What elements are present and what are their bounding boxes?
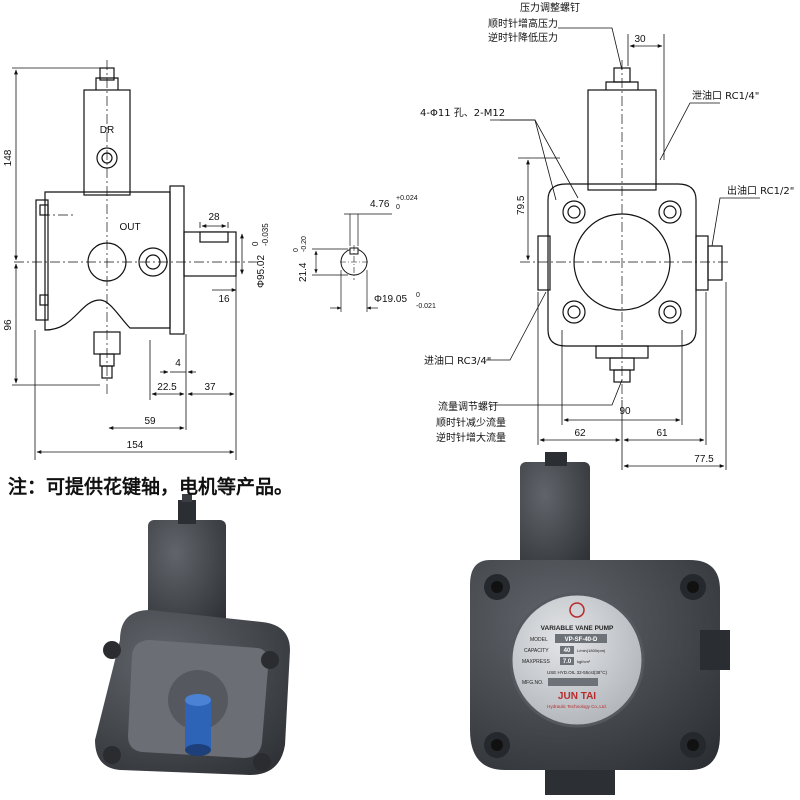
pump-photo-side [95, 494, 290, 775]
flow-ccw-label: 逆时针增大流量 [436, 431, 506, 444]
nameplate-capacity-unit: L/min(1800rpm) [577, 648, 606, 653]
shaft-section-dia: Φ19.05 [374, 294, 407, 305]
mount-holes-label: 4-Φ11 孔、2-M12 [420, 107, 505, 119]
flange-outline [169, 185, 185, 335]
nameplate [509, 592, 645, 728]
flow-cw-label: 顺时针减少流量 [436, 416, 506, 429]
nameplate-model: VP-SF-40-D [565, 637, 598, 643]
body-outline [44, 191, 171, 331]
dim-79-5: 79.5 [516, 195, 527, 215]
dim-77-5: 77.5 [694, 454, 714, 465]
dim-90: 90 [619, 406, 631, 417]
dim-28: 28 [208, 212, 220, 223]
brand-logo-icon [569, 602, 585, 618]
nameplate-maxpress-label: MAXPRESS [522, 659, 550, 665]
dim-37: 37 [204, 382, 216, 393]
shaft-section-tol-upper: 0 [416, 292, 420, 299]
pressure-cw-label: 顺时针增高压力 [488, 17, 558, 30]
dim-62: 62 [574, 428, 586, 439]
port-dr-label: DR [100, 125, 114, 136]
dim-59: 59 [144, 416, 156, 427]
dim-154: 154 [127, 440, 144, 451]
key-tol-upper: +0.024 [396, 195, 418, 202]
dim-shaft-tol-lower: -0.035 [261, 223, 270, 246]
dim-148: 148 [3, 149, 14, 166]
nameplate-capacity-label: CAPACITY [524, 648, 549, 654]
nameplate-company: Hydraulic Technology Co.,Ltd. [547, 704, 607, 709]
dim-22-5: 22.5 [157, 382, 177, 393]
dim-61: 61 [656, 428, 668, 439]
pressure-ccw-label: 逆时针降低压力 [488, 31, 558, 44]
nameplate-maxpress: 7.0 [563, 659, 572, 665]
nameplate-mfg-label: MFG.NO. [522, 680, 543, 686]
port-out-label: OUT [119, 222, 140, 233]
nameplate-model-label: MODEL [530, 637, 548, 643]
outlet-port-label: 出油口 RC1/2" [727, 184, 794, 197]
shaft-section-drawing [312, 213, 392, 312]
height-tol-lower: -0.20 [301, 236, 308, 252]
dim-96: 96 [3, 319, 14, 331]
note-text: 注：可提供花键轴，电机等产品。 [8, 476, 294, 498]
nameplate-maxpress-unit: kgf/cm² [577, 659, 591, 664]
pump-photo-front [470, 452, 730, 795]
height-tol-upper: 0 [293, 248, 300, 252]
dim-shaft-tol-upper: 0 [251, 241, 260, 246]
key-dim: 4.76 [370, 199, 390, 210]
inlet-port-label: 进油口 RC3/4" [424, 354, 491, 367]
shaft-photo [185, 700, 211, 750]
front-view-drawing [537, 67, 723, 383]
front-body-outline [547, 183, 697, 347]
nameplate-oil: USE HYD.OIL 32-55cst(38°C) [547, 670, 607, 675]
dim-4: 4 [175, 358, 181, 369]
key-tol-lower: 0 [396, 204, 400, 211]
dim-30: 30 [634, 34, 646, 45]
nameplate-capacity: 40 [564, 648, 571, 654]
drain-port-label: 泄油口 RC1/4" [692, 89, 759, 102]
pressure-screw-label: 压力调整螺钉 [520, 1, 580, 14]
height-dim: 21.4 [298, 262, 309, 282]
shaft-section-tol-lower: -0.021 [416, 303, 436, 310]
nameplate-title: VARIABLE VANE PUMP [541, 625, 614, 632]
flow-screw-label: 流量调节螺钉 [438, 400, 498, 413]
dim-16: 16 [218, 294, 230, 305]
dim-shaft-dia: Φ95.02 [256, 255, 267, 288]
nameplate-brand: JUN TAI [558, 691, 596, 702]
